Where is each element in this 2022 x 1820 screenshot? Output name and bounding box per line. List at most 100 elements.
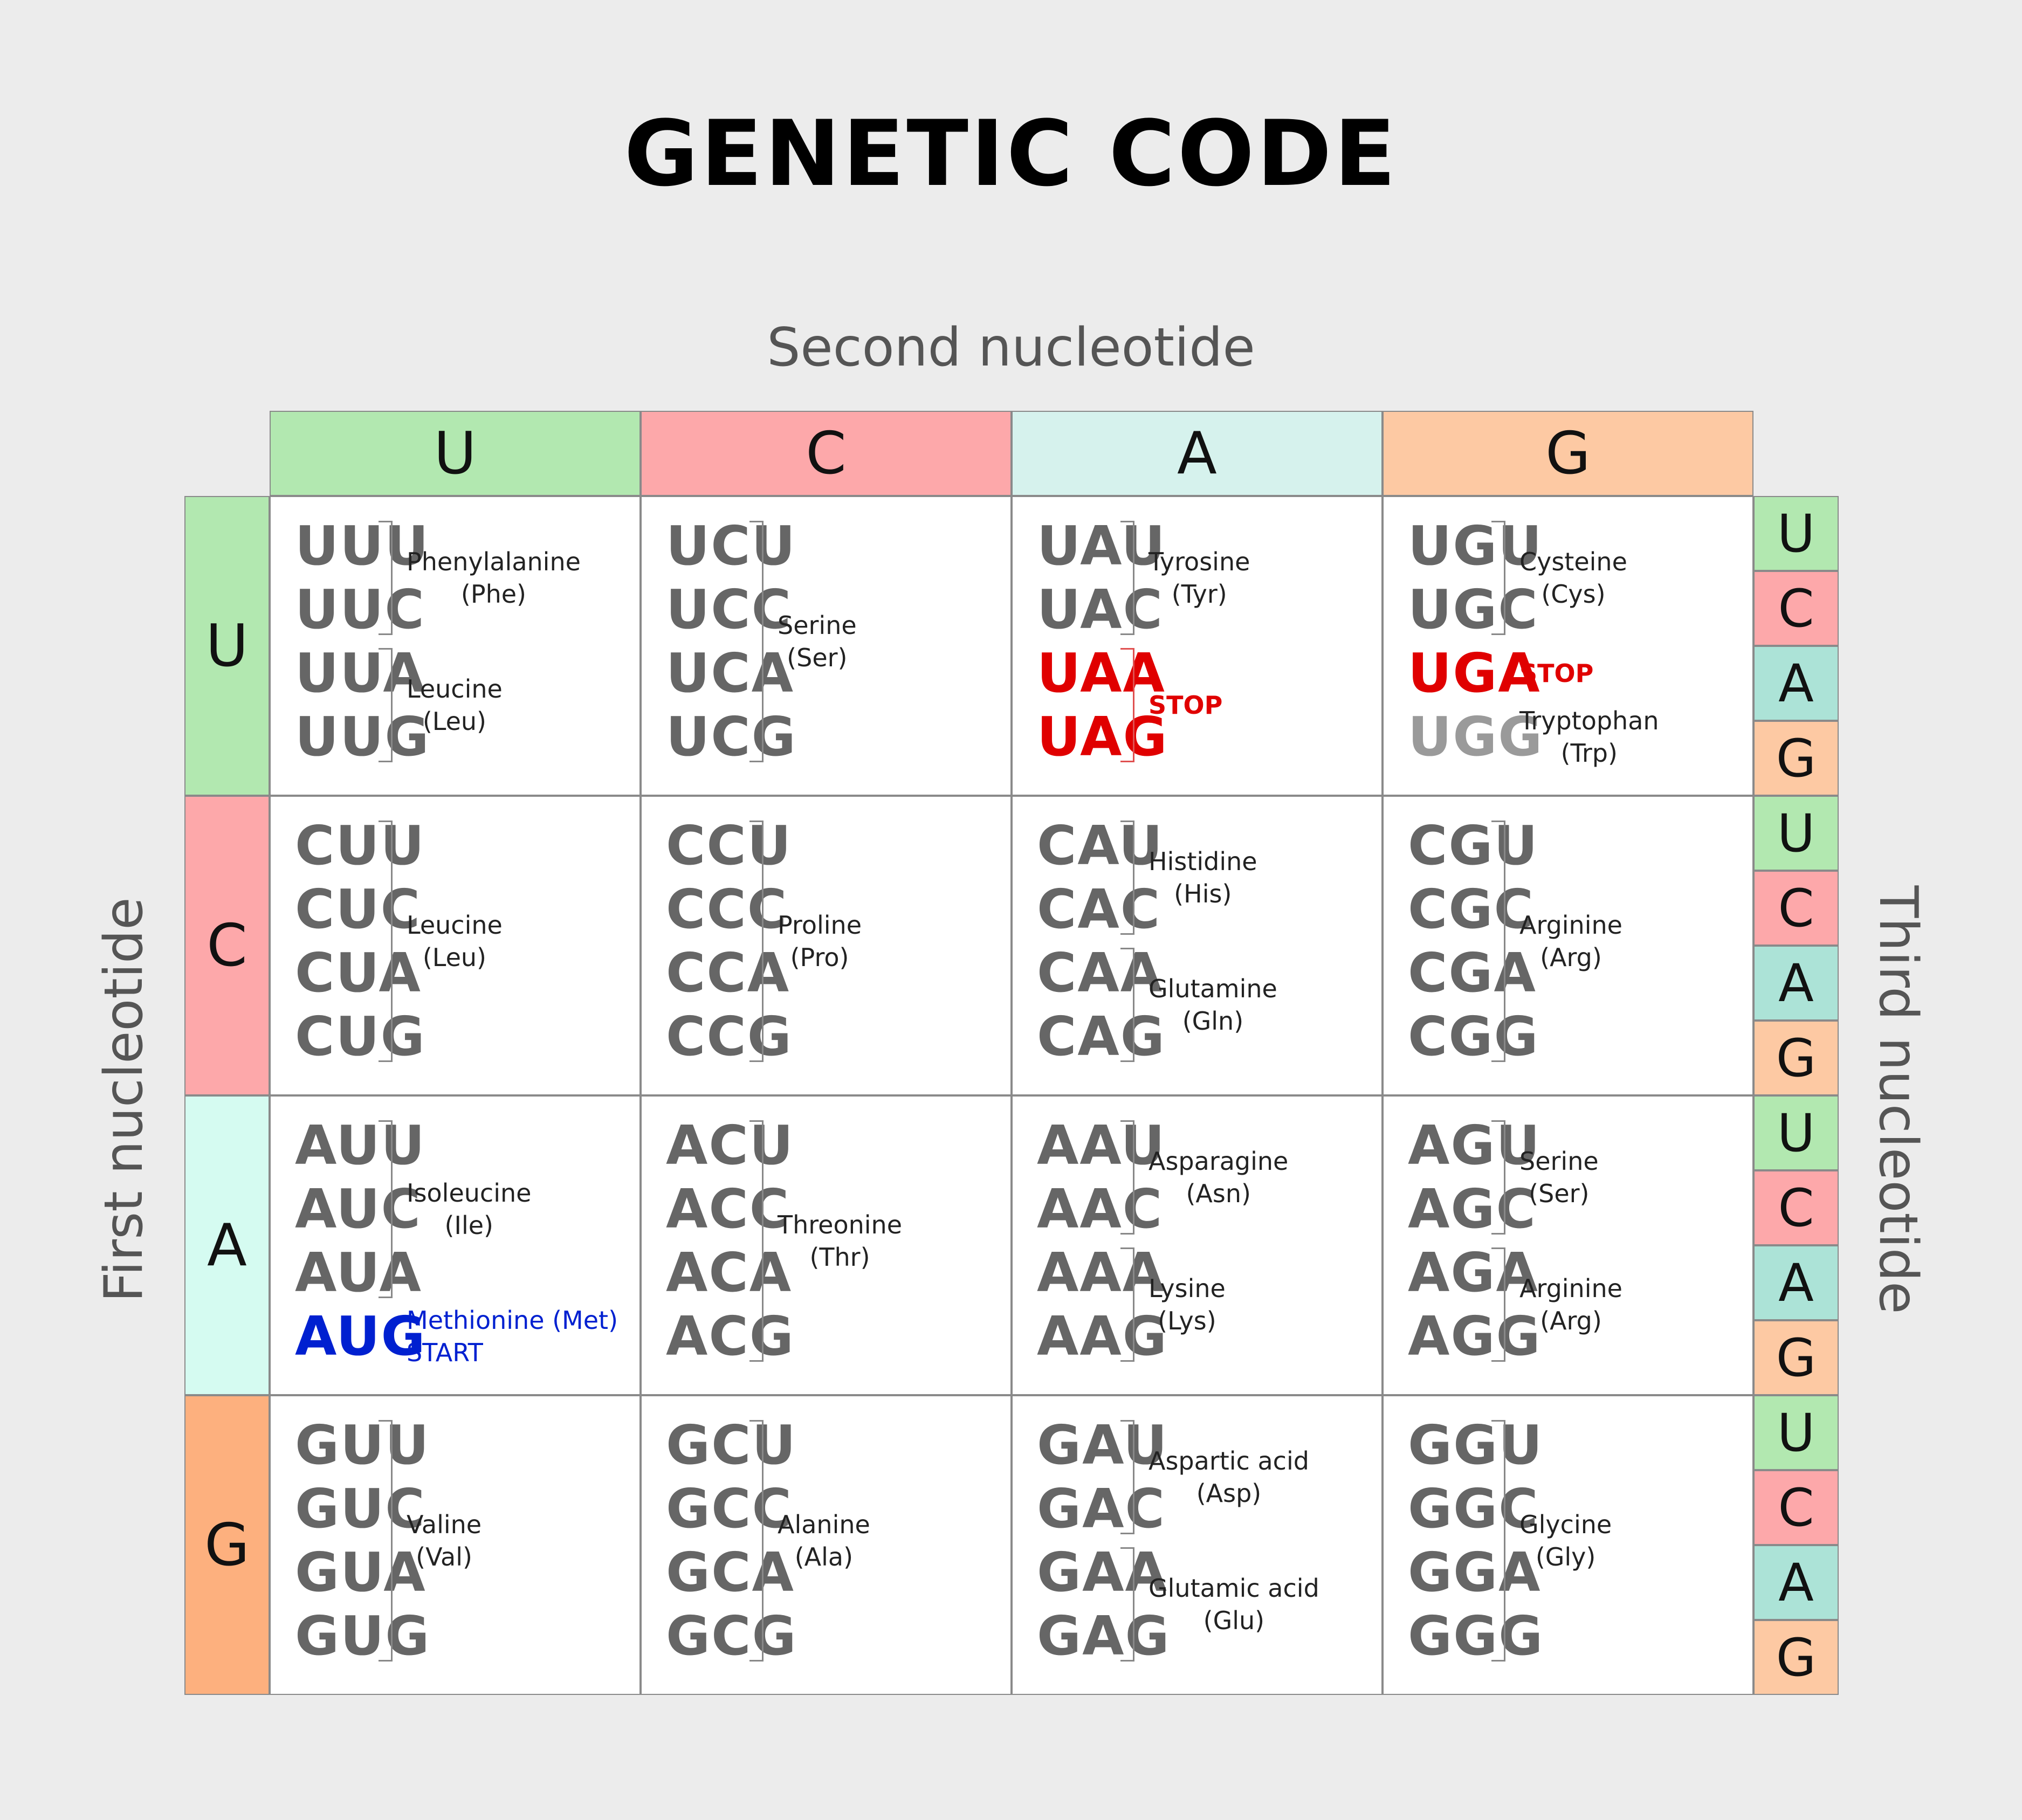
codon-uaa: UAA [1037,642,1166,705]
third-nucleotide-u-u: U [1753,496,1839,571]
amino-acid-name: Lysine [1148,1274,1226,1303]
third-nucleotide-u-a: A [1753,646,1839,721]
bracket [1491,1120,1505,1235]
amino-acid-abbr: (Pro) [790,943,849,972]
codon-guc: GUC [295,1477,426,1540]
codon-ugc: UGC [1408,578,1539,641]
codon-acc: ACC [666,1177,790,1240]
bracket [379,821,393,1062]
codon-cga: CGA [1408,941,1537,1004]
amino-acid-label: Threonine(Thr) [778,1209,902,1273]
amino-acid-name: Leucine [407,911,503,940]
amino-acid-abbr: (Asn) [1186,1179,1251,1208]
third-nucleotide-c-a: A [1753,946,1839,1021]
codon-guu: GUU [295,1414,430,1477]
first-nucleotide-label: First nucleotide [93,897,155,1302]
codon-cuc: CUC [295,878,421,941]
codon-cua: CUA [295,941,422,1004]
amino-acid-name: Glutamic acid [1148,1574,1319,1603]
amino-acid-abbr: (Leu) [422,707,486,736]
codon-ggg: GGG [1408,1604,1544,1667]
codon-ugg: UGG [1408,705,1544,768]
bracket [1120,821,1134,935]
amino-acid-name: Methionine (Met) [407,1306,618,1335]
bracket [1120,1247,1134,1362]
stop-label: STOP [1148,689,1222,721]
third-nucleotide-a-a: A [1753,1245,1839,1320]
amino-acid-name: Histidine [1148,847,1257,876]
amino-acid-name: Isoleucine [407,1178,532,1208]
stop-label: STOP [1519,657,1593,690]
amino-acid-abbr: (Thr) [809,1243,870,1272]
codon-agg: AGG [1408,1305,1542,1368]
amino-acid-name: Glutamine [1148,974,1277,1003]
amino-acid-name: Proline [778,911,862,940]
codon-ccg: CCG [666,1005,793,1068]
amino-acid-abbr: (Glu) [1203,1606,1265,1635]
codon-aau: AAU [1037,1114,1166,1177]
codon-uuu: UUU [295,514,430,577]
codon-uua: UUA [295,642,426,705]
codon-aag: AAG [1037,1305,1168,1368]
third-nucleotide-g-g: G [1753,1620,1839,1695]
third-nucleotide-a-g: G [1753,1320,1839,1395]
amino-acid-name: Phenylalanine [407,547,581,576]
amino-acid-label: Glutamic acid (Glu) [1148,1572,1319,1637]
amino-acid-name: Serine [1519,1147,1599,1176]
amino-acid-name: Tyrosine [1148,547,1250,576]
codon-aca: ACA [666,1241,793,1304]
amino-acid-abbr: (Ala) [794,1542,854,1571]
amino-acid-label: Tyrosine(Tyr) [1148,546,1250,610]
amino-acid-name: STOP [1519,659,1594,688]
first-nucleotide-header-u: U [184,496,270,796]
second-nucleotide-header-c: C [641,411,1012,496]
amino-acid-label: Glutamine (Gln) [1148,973,1277,1037]
bracket [379,521,393,635]
amino-acid-label: Phenylalanine(Phe) [407,546,581,610]
amino-acid-abbr: (Ser) [1529,1179,1590,1208]
first-nucleotide-header-a: A [184,1095,270,1395]
codon-uuc: UUC [295,578,425,641]
codon-uga: UGA [1408,642,1541,705]
codon-aug: AUG [295,1305,427,1368]
bracket [379,1120,393,1298]
amino-acid-abbr: (Ile) [444,1211,493,1240]
amino-acid-label: Arginine(Arg) [1519,909,1622,974]
codon-gau: GAU [1037,1414,1168,1477]
amino-acid-abbr: (Arg) [1540,943,1602,972]
bracket [1120,521,1134,635]
codon-cau: CAU [1037,814,1164,877]
amino-acid-label: Tryptophan(Trp) [1519,705,1659,769]
amino-acid-label: Isoleucine (Ile) [407,1177,531,1242]
amino-acid-label: Glycine(Gly) [1519,1508,1612,1573]
third-nucleotide-g-a: A [1753,1545,1839,1620]
bracket [749,1120,764,1362]
amino-acid-name: Glycine [1519,1510,1612,1539]
codon-cac: CAC [1037,878,1161,941]
amino-acid-label: Aspartic acid(Asp) [1148,1445,1309,1509]
amino-acid-abbr: (His) [1174,879,1232,908]
bracket [1491,1420,1505,1662]
amino-acid-abbr: (Gln) [1182,1006,1244,1036]
amino-acid-abbr: (Trp) [1560,739,1618,768]
codon-ucg: UCG [666,705,797,768]
codon-aua: AUA [295,1241,422,1304]
third-nucleotide-u-c: C [1753,571,1839,646]
amino-acid-abbr: (Lys) [1158,1306,1216,1335]
amino-acid-abbr: (Ser) [787,643,848,672]
bracket [1491,821,1505,1062]
bracket [379,648,393,762]
amino-acid-name: Serine [778,611,857,640]
codon-auu: AUU [295,1114,426,1177]
third-nucleotide-label: Third nucleotide [1867,885,1929,1314]
codon-gcg: GCG [666,1604,797,1667]
codon-aac: AAC [1037,1177,1164,1240]
codon-aga: AGA [1408,1241,1539,1304]
